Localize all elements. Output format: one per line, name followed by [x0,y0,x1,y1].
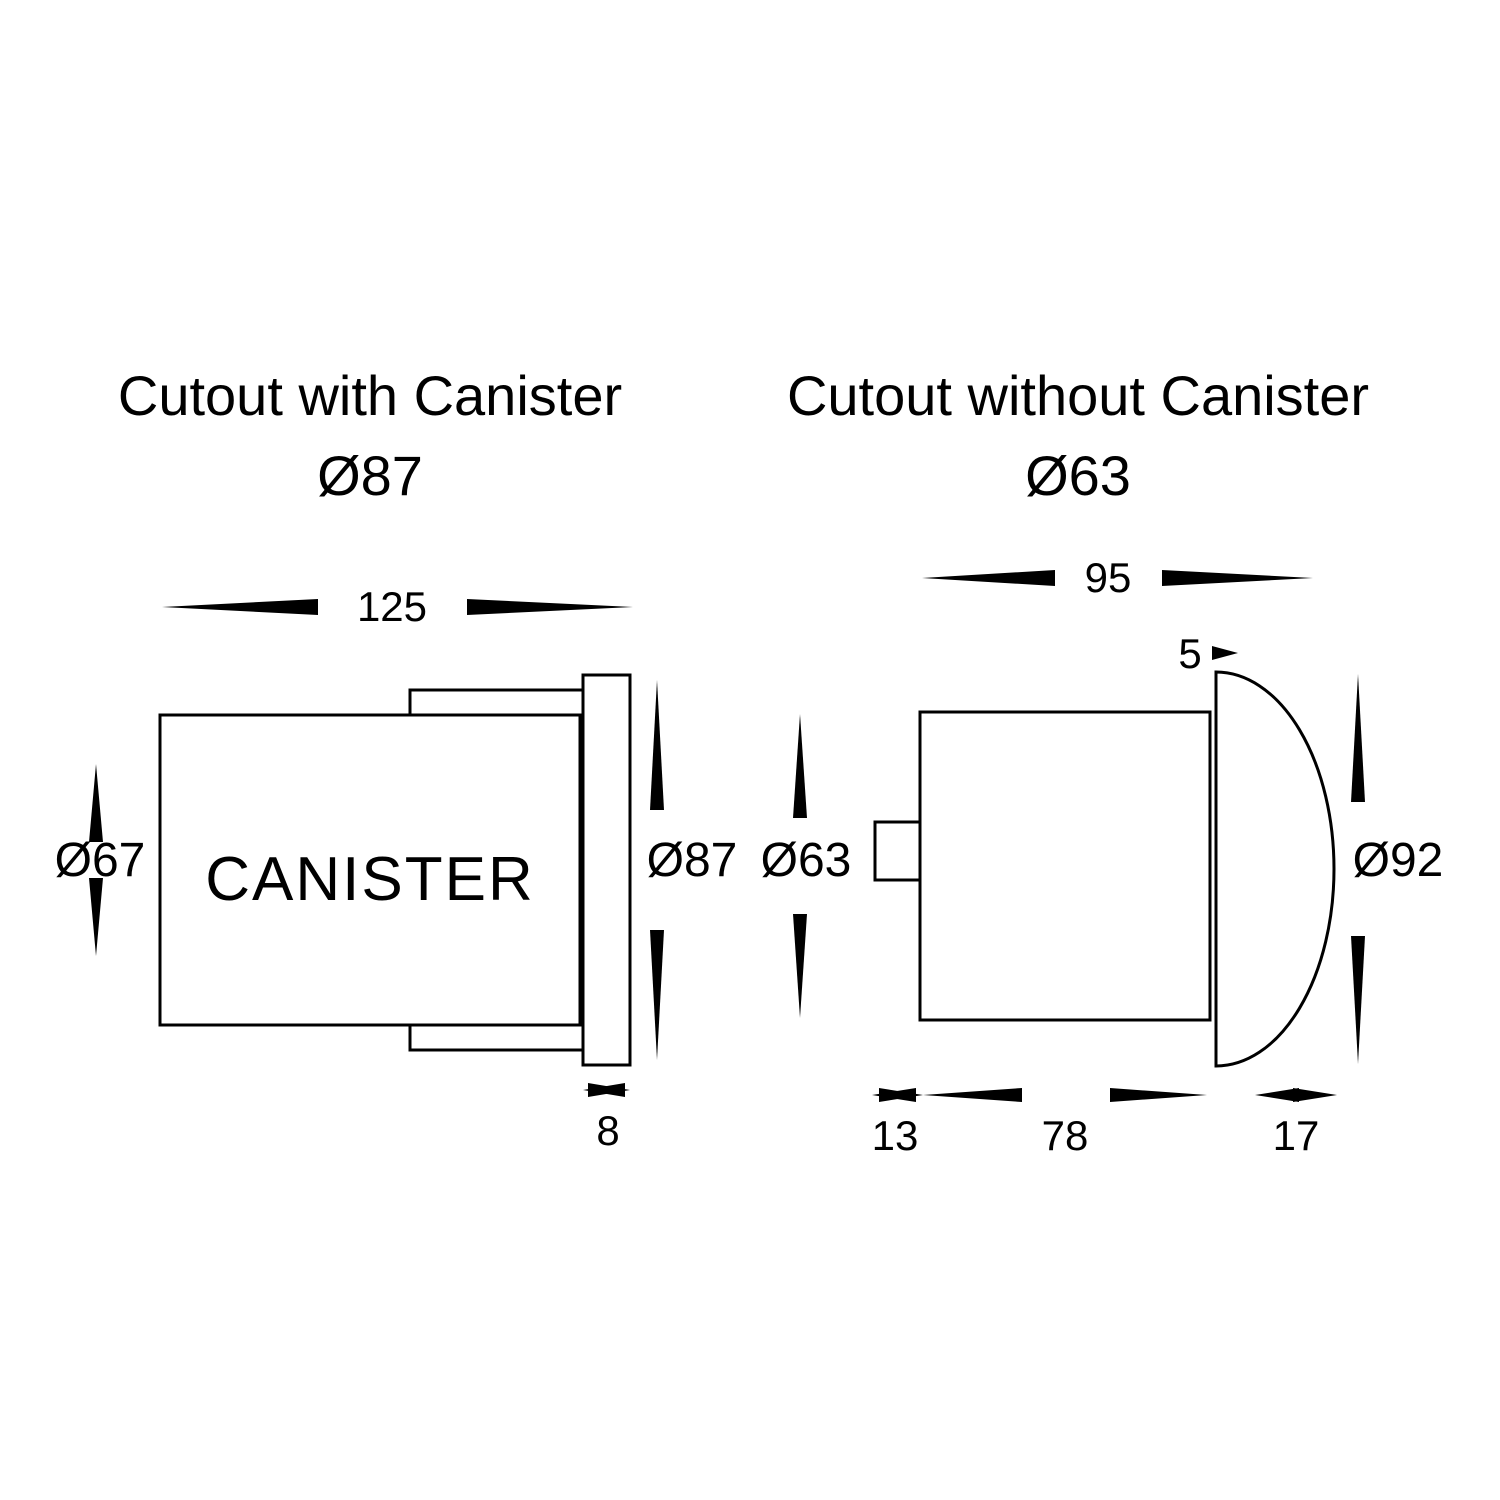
canister-flange [581,673,632,1067]
canister-top-lip [408,688,587,717]
dim-flange-thickness: 8 [583,1083,630,1154]
dim-overall-width-right: 95 [922,554,1313,601]
dim-arrow-up-icon [793,714,807,818]
dim-arrow-left-icon [922,570,1055,586]
dim-arrow-right-icon [588,1083,630,1097]
dim-overall-width-right-label: 95 [1085,554,1132,601]
dim-arrow-down-icon [650,930,664,1060]
dim-arrow-right-icon [467,599,633,615]
fitting-dome-lens [1214,670,1336,1068]
right-diagram-cutout-diameter: Ø63 [1025,444,1131,507]
dim-arrow-down-icon [793,914,807,1018]
dim-lens-diameter: Ø92 [1351,674,1443,1064]
dim-arrow-right-icon [1110,1088,1207,1102]
dim-body-diameter-right-label: Ø63 [761,834,852,887]
dim-arrow-down-icon [1351,936,1365,1064]
dim-arrow-up-icon [89,764,103,842]
dim-lens-diameter-label: Ø92 [1353,834,1444,887]
dim-arrow-left-icon [162,599,318,615]
right-diagram-title: Cutout without Canister [787,364,1369,427]
fitting-rear-tab [873,820,922,882]
dim-arrow-right-icon [1212,646,1238,660]
dim-flange-thickness-label: 8 [596,1107,619,1154]
dim-body-length-label: 78 [1042,1112,1089,1159]
left-diagram-cutout-diameter: Ø87 [317,444,423,507]
canister-bottom-lip [408,1023,587,1052]
dim-arrow-right-icon [1293,1088,1337,1102]
dim-flange-diameter-left-label: Ø87 [647,834,738,887]
dim-arrow-down-icon [89,878,103,956]
dim-lens-lip: 5 [1178,630,1238,677]
dim-arrow-left-icon [1255,1088,1299,1102]
dim-lens-depth-label: 17 [1273,1112,1320,1159]
dim-lens-lip-label: 5 [1178,630,1201,677]
dim-body-diameter-left: Ø67 [55,764,145,956]
dim-body-length: 78 [923,1088,1207,1159]
dim-arrow-right-icon [879,1088,923,1102]
dim-rear-tab-length-label: 13 [872,1112,919,1159]
left-diagram: Cutout with Canister Ø87 125 CANISTER Ø6… [55,364,738,1154]
dim-overall-width-left: 125 [162,583,633,630]
dim-arrow-right-icon [1162,570,1313,586]
dim-body-diameter-right: Ø63 [761,714,852,1018]
dim-arrow-left-icon [923,1088,1022,1102]
fitting-body [918,710,1212,1022]
dim-lens-depth: 17 [1255,1088,1337,1159]
dim-flange-diameter-left: Ø87 [647,680,738,1060]
left-diagram-title: Cutout with Canister [118,364,622,427]
canister-body-label: CANISTER [205,845,534,914]
dim-arrow-up-icon [650,680,664,810]
dim-rear-tab-length: 13 [872,1088,923,1159]
right-diagram: Cutout without Canister Ø63 95 5 Ø63 [761,364,1444,1159]
dim-arrow-up-icon [1351,674,1365,802]
canister-body [158,713,582,1027]
dim-overall-width-left-label: 125 [357,583,427,630]
